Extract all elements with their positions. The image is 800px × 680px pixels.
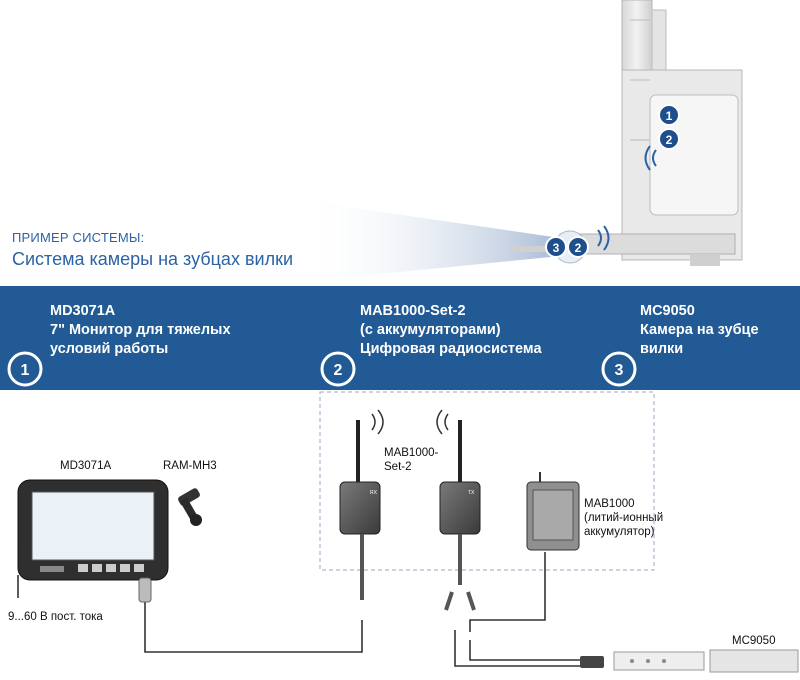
forklift-illustration [510,0,743,266]
monitor-label: MD3071A [60,460,112,472]
step-marker-1: 1 [7,351,43,387]
monitor-illustration [17,479,169,603]
transmitter-unit [436,409,481,611]
product-desc-line2: Цифровая радиосистема [360,341,542,357]
power-label: 9...60 В пост. тока [8,611,103,623]
battery-label-line3: аккумулятор) [584,526,655,538]
system-example-label: ПРИМЕР СИСТЕМЫ: [12,230,145,245]
step-marker-3: 3 [601,351,637,387]
mount-label: RAM-MH3 [163,460,217,472]
step-marker-2: 2 [320,351,356,387]
svg-text:3: 3 [615,362,624,379]
battery-label: MAB1000 (литий-ионный аккумулятор) [584,497,663,539]
svg-text:1: 1 [666,109,673,123]
cables [17,552,590,667]
forklift-marker-2: 2 [658,128,680,150]
product-1-text: MD3071A 7" Монитор для тяжелых условий р… [50,302,231,359]
svg-text:1: 1 [21,362,30,379]
system-title: Система камеры на зубцах вилки [12,249,293,269]
radio-set-label: MAB1000- Set-2 [384,446,438,474]
svg-text:3: 3 [553,241,560,255]
forklift-marker-2b: 2 [567,236,589,258]
product-code: MC9050 [640,303,695,319]
product-desc-line2: условий работы [50,341,169,357]
camera-view-beam [300,200,560,282]
radio-set-label-line2: Set-2 [384,461,412,473]
product-code: MD3071A [50,303,116,319]
product-desc-line2: вилки [640,341,684,357]
battery-label-line1: MAB1000 [584,498,635,510]
battery-unit [526,472,580,551]
rx-tag: RX [370,490,378,496]
receiver-unit [339,409,384,600]
svg-text:2: 2 [666,133,673,147]
product-desc-line1: 7" Монитор для тяжелых [50,322,231,338]
radio-set-label-line1: MAB1000- [384,447,439,459]
product-code: MAB1000-Set-2 [360,303,466,319]
product-desc-line1: Камера на зубце [640,322,759,338]
camera-label: MC9050 [732,635,776,647]
product-desc-line1: (с аккумуляторами) [360,322,501,338]
forklift-marker-3: 3 [545,236,567,258]
tx-tag: TX [468,490,475,496]
ram-mount-illustration [178,488,202,526]
product-3-text: MC9050 Камера на зубце вилки [640,302,759,359]
product-2-text: MAB1000-Set-2 (с аккумуляторами) Цифрова… [360,302,542,359]
radio-set-outline [319,391,655,571]
svg-text:2: 2 [575,241,582,255]
fork-camera-illustration [580,649,799,673]
forklift-marker-1: 1 [658,104,680,126]
battery-label-line2: (литий-ионный [584,512,664,524]
svg-text:2: 2 [334,362,343,379]
